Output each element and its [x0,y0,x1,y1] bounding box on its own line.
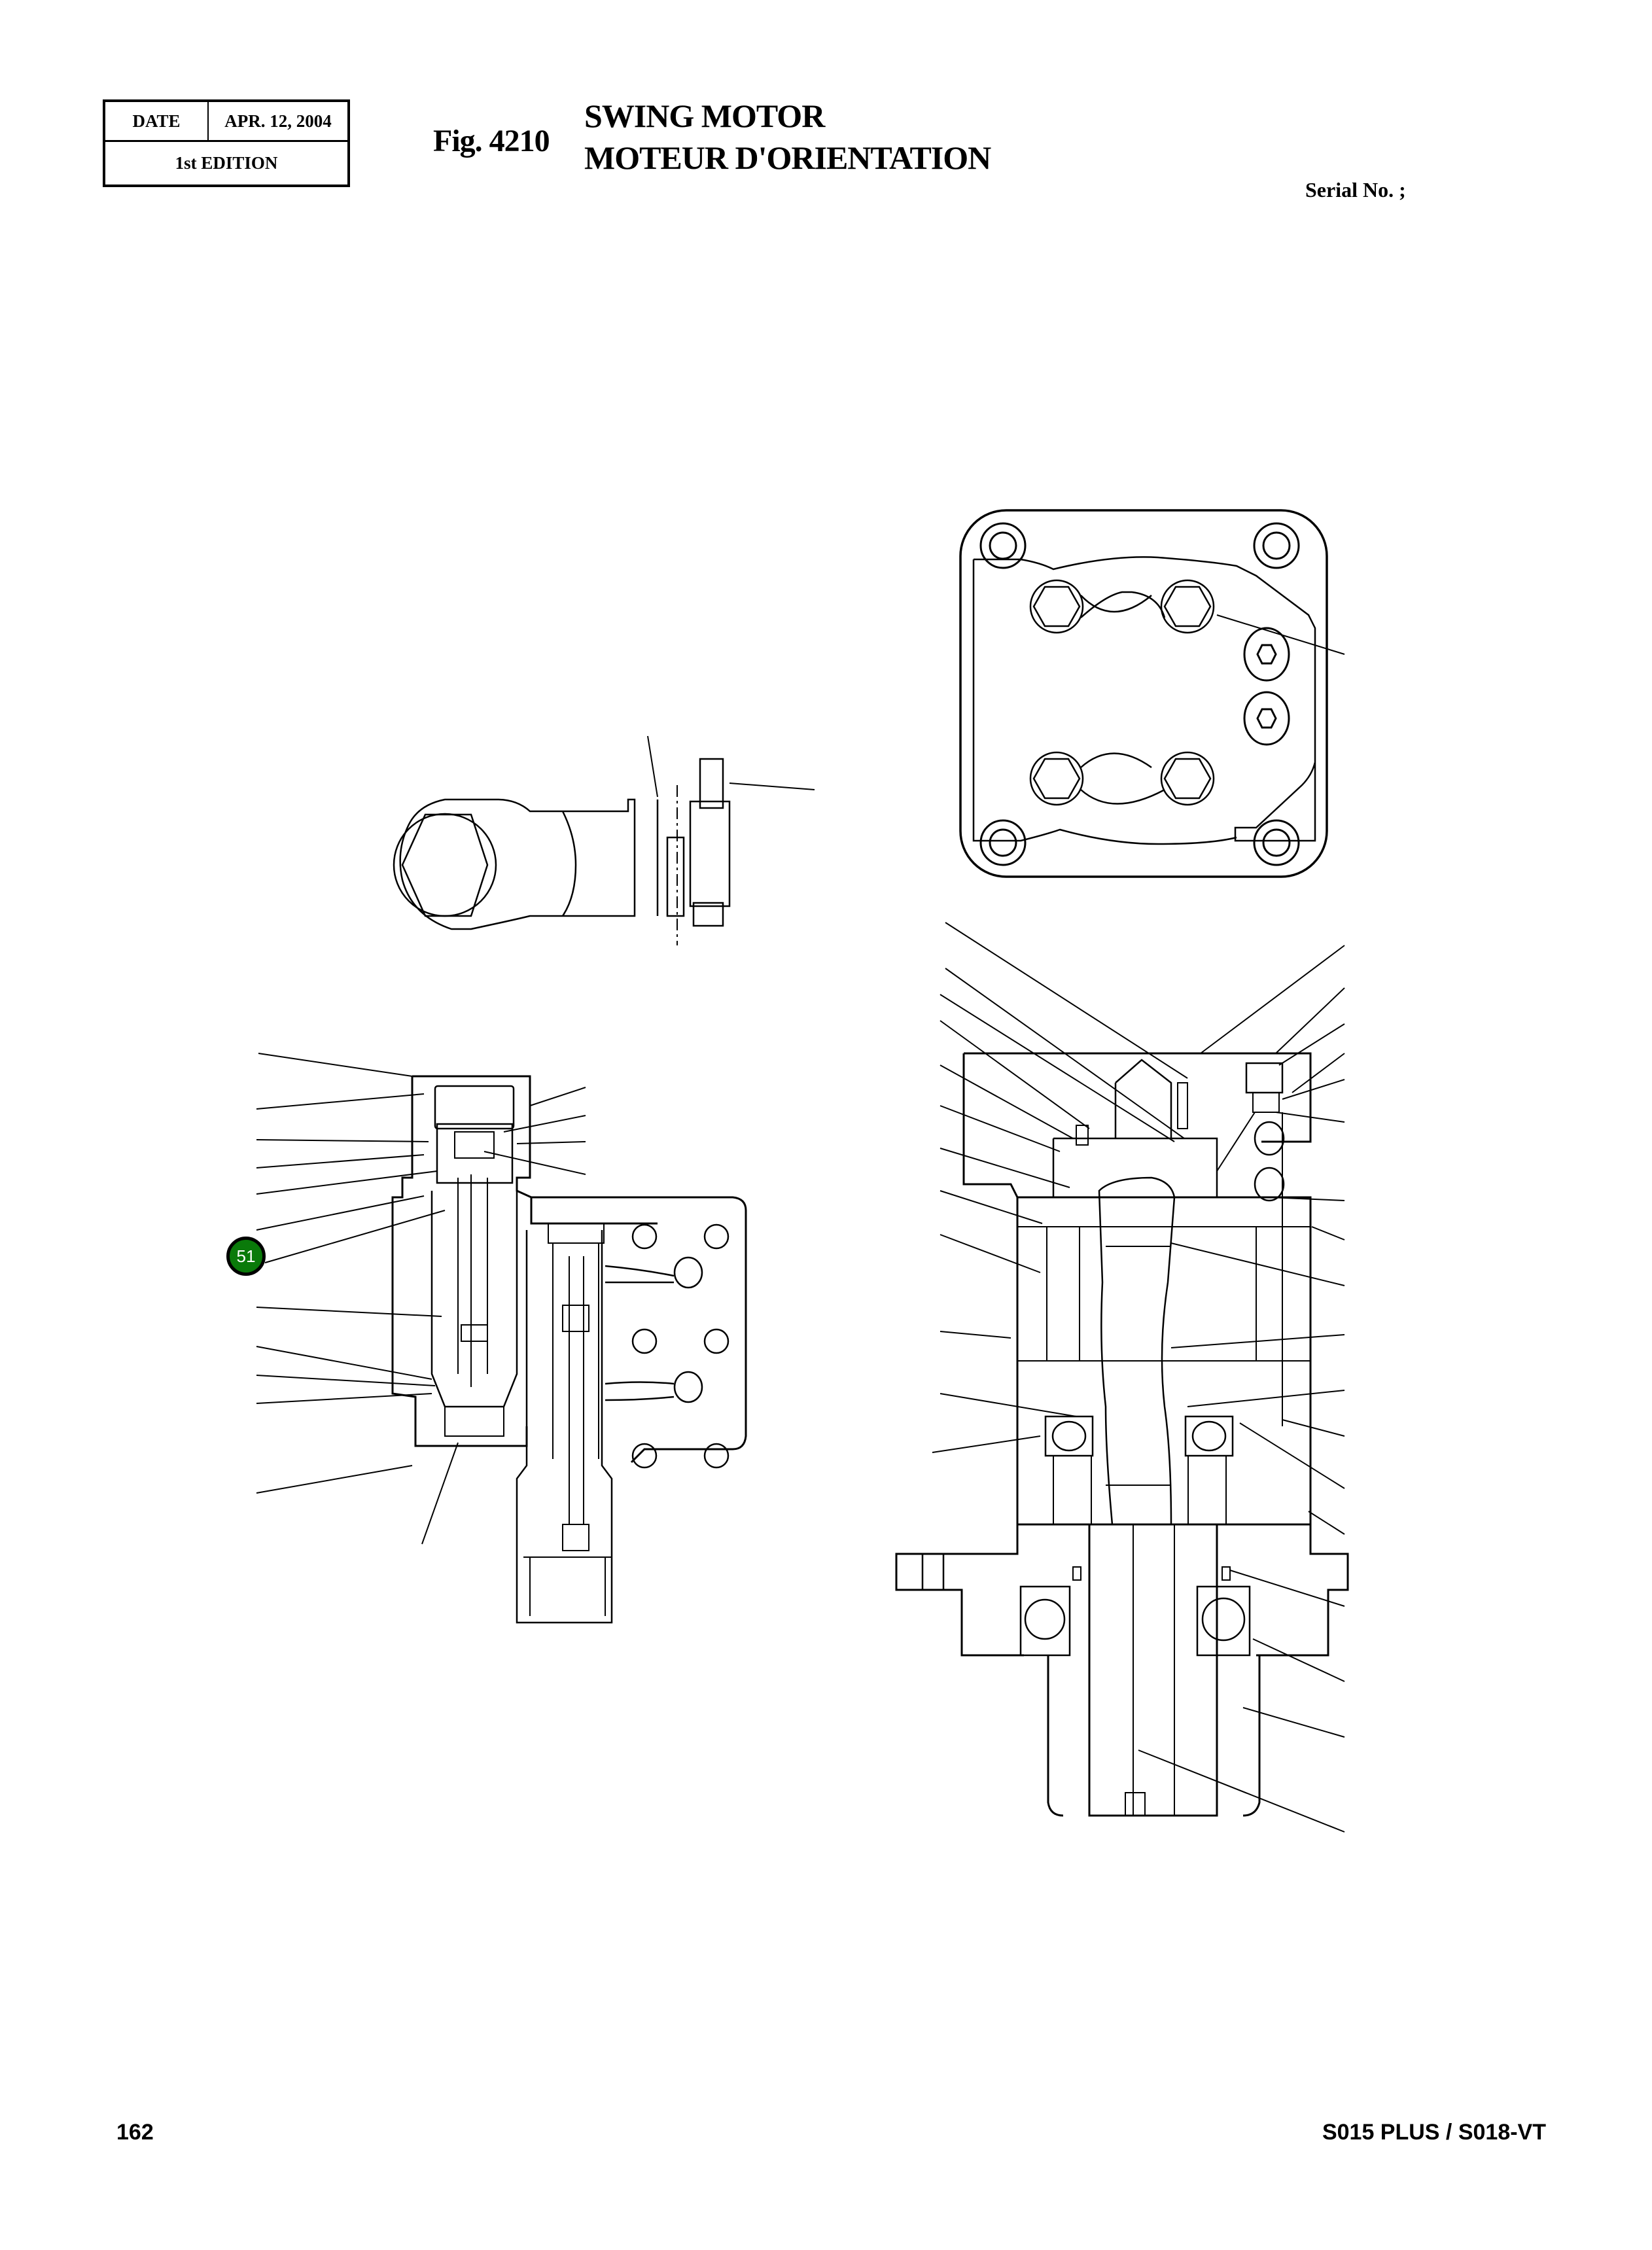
motor-cross-section [895,922,1349,1833]
port-plate-top-view [959,509,1345,878]
model-name: S015 PLUS / S018-VT [1322,2120,1546,2145]
relief-valve-section [256,1053,747,1624]
title-french: MOTEUR D'ORIENTATION [584,139,991,176]
callout-badge-51[interactable]: 51 [226,1237,266,1276]
date-edition-box: DATE APR. 12, 2004 1st EDITION [103,99,350,187]
relief-valve-side-view [393,735,815,945]
page-number: 162 [116,2120,154,2145]
date-label: DATE [105,102,209,140]
title-english: SWING MOTOR [584,97,825,134]
edition-label: 1st EDITION [175,153,278,173]
serial-number-label: Serial No. ; [1305,178,1406,202]
date-row: DATE APR. 12, 2004 [105,102,347,142]
figure-number: Fig. 4210 [433,124,550,158]
date-value: APR. 12, 2004 [224,111,332,131]
